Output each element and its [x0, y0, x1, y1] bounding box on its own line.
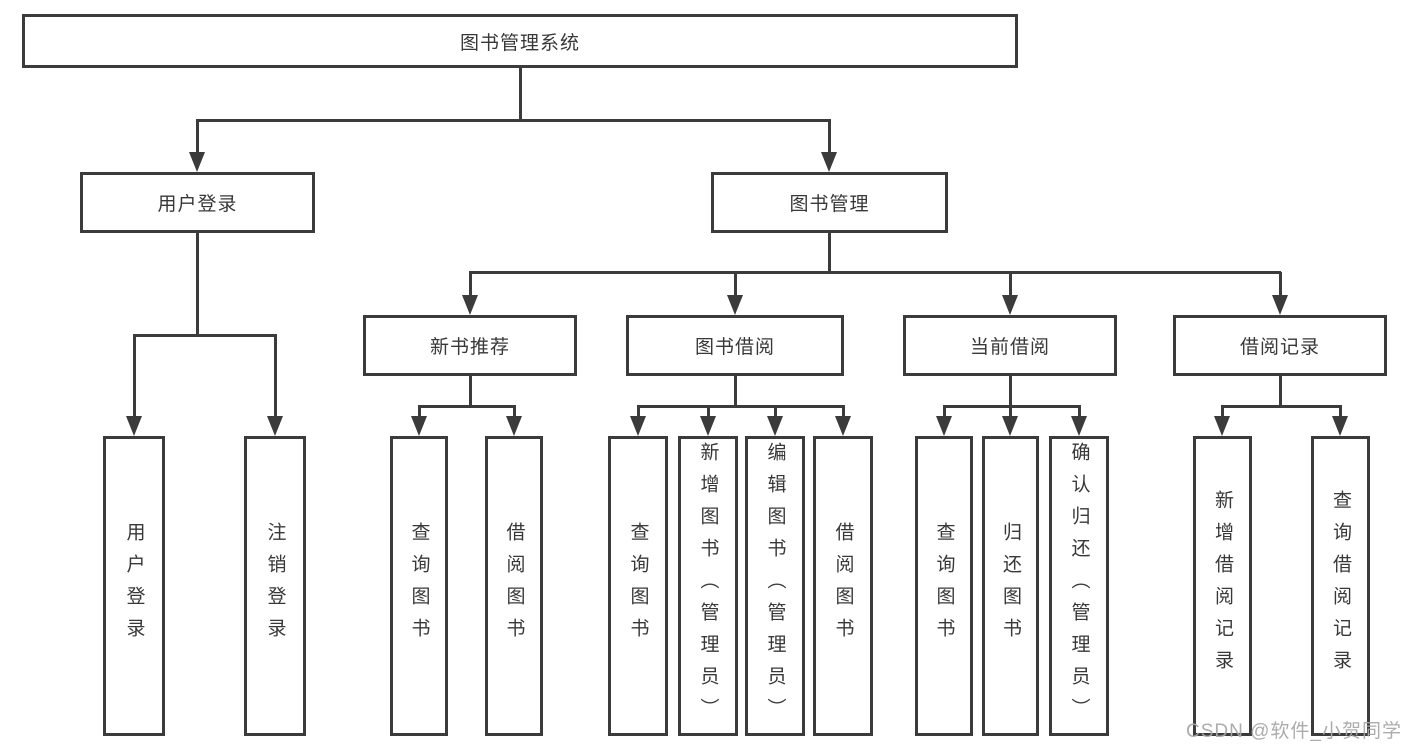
- connector-line: [469, 272, 472, 300]
- node-book-borrow: 图书借阅: [626, 315, 844, 376]
- leaf-borrow-books-label: 借阅图书: [832, 522, 854, 650]
- connector-line: [196, 120, 199, 156]
- leaf-query-books-current-label: 查询图书: [933, 522, 955, 650]
- connector-line: [418, 406, 421, 420]
- leaf-borrow-books-recommend-label: 借阅图书: [503, 522, 525, 650]
- leaf-query-books-borrow: 查询图书: [608, 436, 668, 736]
- leaf-edit-books-admin-label: 编辑图书（管理员）: [764, 442, 786, 730]
- connector-arrow-icon: [1332, 416, 1348, 436]
- connector-arrow-icon: [1002, 416, 1018, 436]
- connector-arrow-icon: [727, 295, 743, 315]
- csdn-watermark: CSDN @软件_小贺同学: [1186, 721, 1402, 742]
- leaf-confirm-return-admin-label: 确认归还（管理员）: [1068, 442, 1090, 730]
- connector-arrow-icon: [821, 152, 837, 172]
- connector-arrow-icon: [1002, 295, 1018, 315]
- connector-line: [828, 230, 831, 273]
- node-book-management: 图书管理: [711, 172, 948, 233]
- connector-line: [842, 406, 845, 420]
- connector-arrow-icon: [1272, 295, 1288, 315]
- connector-arrow-icon: [411, 416, 427, 436]
- node-current-borrow-label: 当前借阅: [969, 337, 1050, 358]
- connector-line: [1279, 272, 1282, 300]
- connector-arrow-icon: [1071, 416, 1087, 436]
- connector-line: [196, 119, 831, 122]
- connector-arrow-icon: [267, 416, 283, 436]
- node-current-borrow: 当前借阅: [903, 315, 1117, 376]
- node-borrow-record: 借阅记录: [1173, 315, 1387, 376]
- node-book-borrow-label: 图书借阅: [694, 337, 775, 358]
- node-root: 图书管理系统: [22, 14, 1018, 68]
- connector-line: [943, 406, 946, 420]
- connector-line: [734, 373, 737, 407]
- leaf-add-books-admin: 新增图书（管理员）: [678, 436, 738, 736]
- leaf-confirm-return-admin: 确认归还（管理员）: [1049, 436, 1109, 736]
- leaf-borrow-books-recommend: 借阅图书: [485, 436, 543, 736]
- leaf-return-books: 归还图书: [982, 436, 1039, 736]
- node-new-book-recommend-label: 新书推荐: [429, 337, 510, 358]
- connector-line: [828, 120, 831, 156]
- connector-arrow-icon: [126, 416, 142, 436]
- connector-line: [469, 373, 472, 407]
- connector-line: [637, 406, 640, 420]
- leaf-query-books-current: 查询图书: [915, 436, 973, 736]
- node-new-book-recommend: 新书推荐: [363, 315, 577, 376]
- connector-line: [707, 406, 710, 420]
- leaf-borrow-books: 借阅图书: [813, 436, 873, 736]
- connector-line: [1009, 406, 1012, 420]
- connector-arrow-icon: [189, 152, 205, 172]
- connector-line: [734, 272, 737, 300]
- connector-arrow-icon: [700, 416, 716, 436]
- leaf-add-books-admin-label: 新增图书（管理员）: [697, 442, 719, 730]
- node-root-label: 图书管理系统: [459, 32, 580, 54]
- connector-line: [513, 406, 516, 420]
- leaf-logout-label: 注销登录: [264, 522, 286, 650]
- connector-line: [943, 405, 1081, 408]
- connector-line: [133, 334, 277, 337]
- node-borrow-record-label: 借阅记录: [1239, 337, 1320, 358]
- connector-line: [1221, 406, 1224, 420]
- leaf-query-borrow-record: 查询借阅记录: [1311, 436, 1370, 736]
- leaf-logout: 注销登录: [244, 436, 306, 736]
- leaf-query-books-recommend-label: 查询图书: [408, 522, 430, 650]
- connector-arrow-icon: [767, 416, 783, 436]
- connector-line: [1279, 373, 1282, 407]
- node-book-management-label: 图书管理: [789, 194, 870, 215]
- connector-line: [1078, 406, 1081, 420]
- leaf-query-books-borrow-label: 查询图书: [627, 522, 649, 650]
- node-user-login-label: 用户登录: [157, 194, 238, 215]
- connector-arrow-icon: [1214, 416, 1230, 436]
- leaf-user-login-label: 用户登录: [123, 522, 145, 650]
- leaf-query-books-recommend: 查询图书: [390, 436, 448, 736]
- leaf-add-borrow-record: 新增借阅记录: [1193, 436, 1252, 736]
- node-user-login: 用户登录: [80, 172, 315, 233]
- connector-arrow-icon: [630, 416, 646, 436]
- leaf-return-books-label: 归还图书: [1000, 522, 1021, 650]
- leaf-query-borrow-record-label: 查询借阅记录: [1330, 490, 1351, 682]
- connector-line: [418, 405, 516, 408]
- connector-line: [637, 405, 845, 408]
- connector-line: [133, 335, 136, 421]
- connector-line: [469, 271, 1281, 274]
- leaf-edit-books-admin: 编辑图书（管理员）: [745, 436, 805, 736]
- connector-line: [1009, 272, 1012, 300]
- leaf-user-login: 用户登录: [103, 436, 165, 736]
- connector-arrow-icon: [936, 416, 952, 436]
- connector-line: [274, 335, 277, 421]
- connector-line: [196, 230, 199, 336]
- connector-line: [774, 406, 777, 420]
- connector-arrow-icon: [462, 295, 478, 315]
- connector-line: [1221, 405, 1342, 408]
- connector-arrow-icon: [835, 416, 851, 436]
- connector-line: [519, 66, 522, 121]
- leaf-add-borrow-record-label: 新增借阅记录: [1212, 490, 1233, 682]
- connector-line: [1009, 373, 1012, 407]
- connector-arrow-icon: [506, 416, 522, 436]
- connector-line: [1339, 406, 1342, 420]
